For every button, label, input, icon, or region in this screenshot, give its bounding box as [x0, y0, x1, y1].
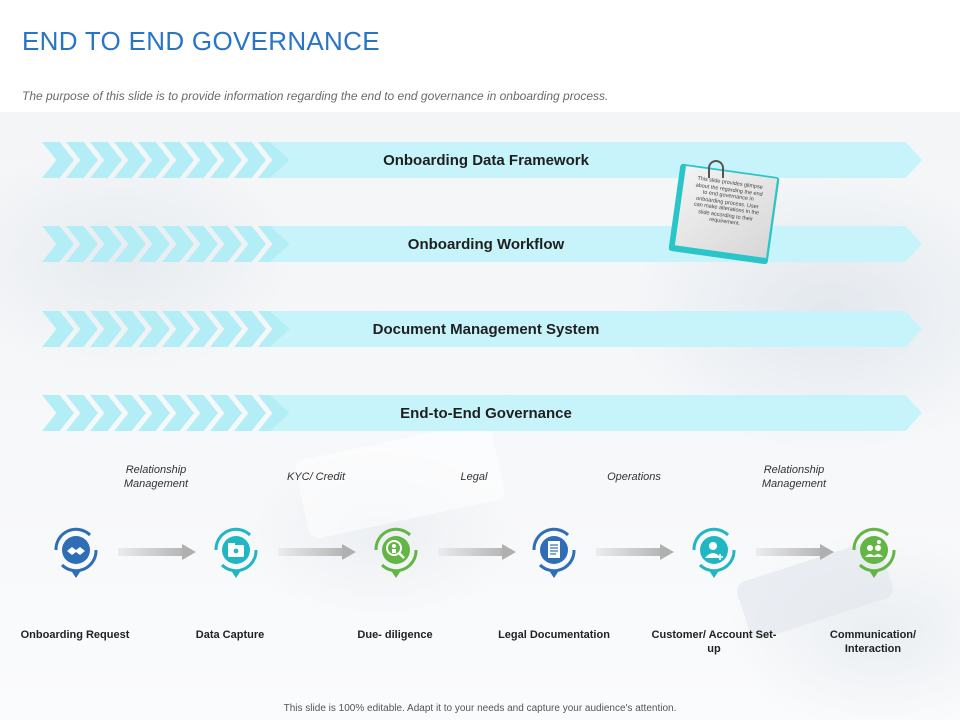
- step-customer-setup: [682, 518, 746, 598]
- chevron-row: [42, 311, 290, 347]
- banner-governance: End-to-End Governance: [42, 395, 922, 431]
- role-label: KYC/ Credit: [286, 471, 346, 483]
- chevron-row: [42, 395, 290, 431]
- step-label: Communication/ Interaction: [829, 629, 917, 655]
- step-label: Onboarding Request: [20, 629, 130, 641]
- communication-icon: [852, 527, 896, 578]
- banner-body: End-to-End Governance: [270, 395, 922, 431]
- step-data-capture: [204, 518, 268, 598]
- step-legal-documentation: [522, 518, 586, 598]
- people-search-icon: [374, 527, 418, 578]
- chevron-row: [42, 142, 290, 178]
- role-label: Relationship Management: [761, 464, 827, 490]
- flow-arrow-icon: [118, 544, 196, 560]
- handshake-icon: [54, 527, 98, 578]
- role-label: Operations: [607, 471, 661, 483]
- step-label: Customer/ Account Set-up: [651, 629, 777, 655]
- chevron-icon: [42, 395, 74, 431]
- page-subtitle: The purpose of this slide is to provide …: [22, 89, 609, 103]
- flow-arrow-icon: [596, 544, 674, 560]
- step-label: Due- diligence: [357, 629, 433, 641]
- banner-body: Onboarding Data Framework: [270, 142, 922, 178]
- banner-workflow: Onboarding Workflow: [42, 226, 922, 262]
- banner-label: Document Management System: [372, 320, 600, 338]
- banner-label: Onboarding Workflow: [407, 235, 565, 253]
- sticky-note: This slide provides glimpse about the re…: [674, 165, 778, 259]
- paper-clip-icon: [708, 160, 724, 178]
- banner-label: Onboarding Data Framework: [383, 151, 589, 169]
- banner-label: End-to-End Governance: [400, 404, 572, 422]
- page-title: END TO END GOVERNANCE: [22, 26, 380, 56]
- chevron-icon: [42, 142, 74, 178]
- chevron-icon: [42, 226, 74, 262]
- flow-arrow-icon: [438, 544, 516, 560]
- role-label: Legal: [460, 471, 488, 483]
- flow-arrow-icon: [756, 544, 834, 560]
- footer-note: This slide is 100% editable. Adapt it to…: [283, 703, 677, 714]
- banner-body: Onboarding Workflow: [270, 226, 922, 262]
- chevron-row: [42, 226, 290, 262]
- step-label: Legal Documentation: [498, 629, 610, 641]
- step-communication: [842, 518, 906, 598]
- user-add-icon: [692, 527, 736, 578]
- banner-document-management: Document Management System: [42, 311, 922, 347]
- banner-body: Document Management System: [270, 311, 922, 347]
- step-onboarding-request: [44, 518, 108, 598]
- step-label: Data Capture: [195, 629, 265, 641]
- document-icon: [532, 527, 576, 578]
- data-folder-icon: [214, 527, 258, 578]
- step-due-diligence: [364, 518, 428, 598]
- chevron-icon: [42, 311, 74, 347]
- role-label: Relationship Management: [123, 464, 189, 490]
- flow-arrow-icon: [278, 544, 356, 560]
- banner-data-framework: Onboarding Data Framework: [42, 142, 922, 178]
